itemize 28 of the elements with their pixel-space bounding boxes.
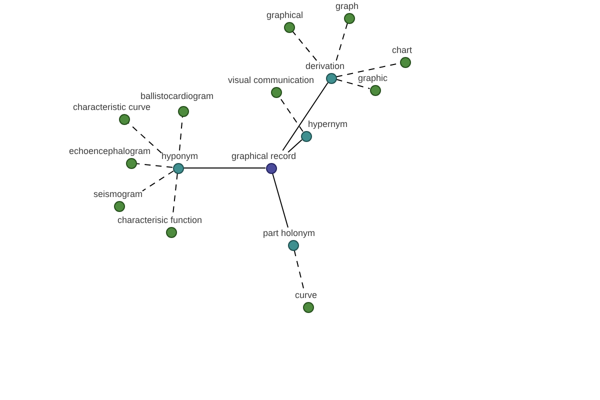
node-label: echoencephalogram: [69, 146, 151, 156]
connector-line: [288, 139, 302, 153]
node-label: characterisic function: [118, 214, 202, 224]
connector-line: [294, 250, 304, 290]
connector-line: [142, 170, 174, 192]
connector-line: [282, 82, 328, 151]
connector-line: [179, 116, 183, 151]
node-label: derivation: [306, 60, 345, 70]
node-label: hyponym: [162, 150, 198, 160]
node-label: seismogram: [94, 188, 143, 198]
connector-line: [172, 173, 178, 215]
node-label: characteristic curve: [73, 102, 151, 112]
node-label: chart: [392, 44, 412, 54]
connector-line: [136, 163, 173, 168]
node-label: graph: [336, 0, 359, 10]
node-label: curve: [295, 290, 318, 300]
node-label: graphic: [358, 72, 388, 82]
connector-line: [272, 172, 288, 228]
connector-line: [336, 22, 348, 61]
node-label: graphical: [266, 10, 304, 20]
node-label: graphical record: [232, 150, 296, 160]
node-label: hypernym: [308, 118, 348, 128]
node-label: part holonym: [263, 228, 316, 238]
node-label: visual communication: [228, 74, 314, 84]
connector-line: [278, 96, 304, 132]
connector-line: [336, 78, 370, 90]
node-label: ballistocardiogram: [140, 90, 214, 100]
connector-line: [292, 30, 318, 61]
